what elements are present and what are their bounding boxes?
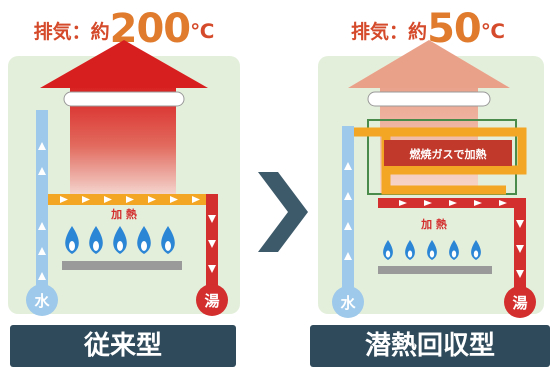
hot-label: 湯 <box>512 294 527 312</box>
water-label: 水 <box>34 292 50 310</box>
hot-pipe-arrows <box>516 220 524 278</box>
water-pipe-arrows <box>344 162 352 260</box>
heating-label: 加 熱 <box>420 217 447 231</box>
water-inlet-icon <box>332 286 364 318</box>
water-label: 水 <box>340 294 356 312</box>
hot-outlet-icon <box>196 284 228 316</box>
exhaust-vent <box>367 91 491 107</box>
exhaust-vent <box>63 91 185 107</box>
burner-flames <box>65 226 175 254</box>
combustion-gas-label: 燃焼ガスで加熱 <box>409 147 487 161</box>
warm-pipe-arrows <box>60 196 200 203</box>
conventional-diagram: 加 熱 水 湯 <box>8 40 240 316</box>
pipe-arrows <box>399 200 507 206</box>
conventional-panel: 排気：約200℃ <box>0 0 248 373</box>
burner-plate <box>62 261 182 270</box>
hot-outlet-icon <box>504 286 536 318</box>
exhaust-prefix: 排気：約 <box>33 21 110 43</box>
burner-flames <box>383 240 481 260</box>
conventional-caption: 従来型 <box>10 325 236 367</box>
water-pipe-arrows <box>38 142 46 280</box>
latent-heat-diagram: 燃焼ガスで加熱 加 熱 <box>318 40 544 318</box>
hot-pipe-arrows <box>208 215 216 273</box>
exhaust-temperature-label: 排気：約50℃ <box>304 6 552 52</box>
latent-heat-panel: 排気：約50℃ 燃焼ガスで加熱 <box>304 0 552 373</box>
exhaust-temp-unit: ℃ <box>190 19 215 43</box>
latent-heat-caption: 潜熱回収型 <box>310 325 550 367</box>
combustion-gas-box <box>384 140 512 166</box>
exhaust-temp-unit: ℃ <box>480 19 505 43</box>
heating-label: 加 熱 <box>110 207 137 221</box>
exhaust-prefix: 排気：約 <box>351 21 428 43</box>
burner-plate <box>378 266 492 274</box>
hot-label: 湯 <box>204 292 219 310</box>
chevron-right-icon <box>258 172 308 252</box>
water-inlet-icon <box>26 284 58 316</box>
water-pipe <box>342 126 354 304</box>
